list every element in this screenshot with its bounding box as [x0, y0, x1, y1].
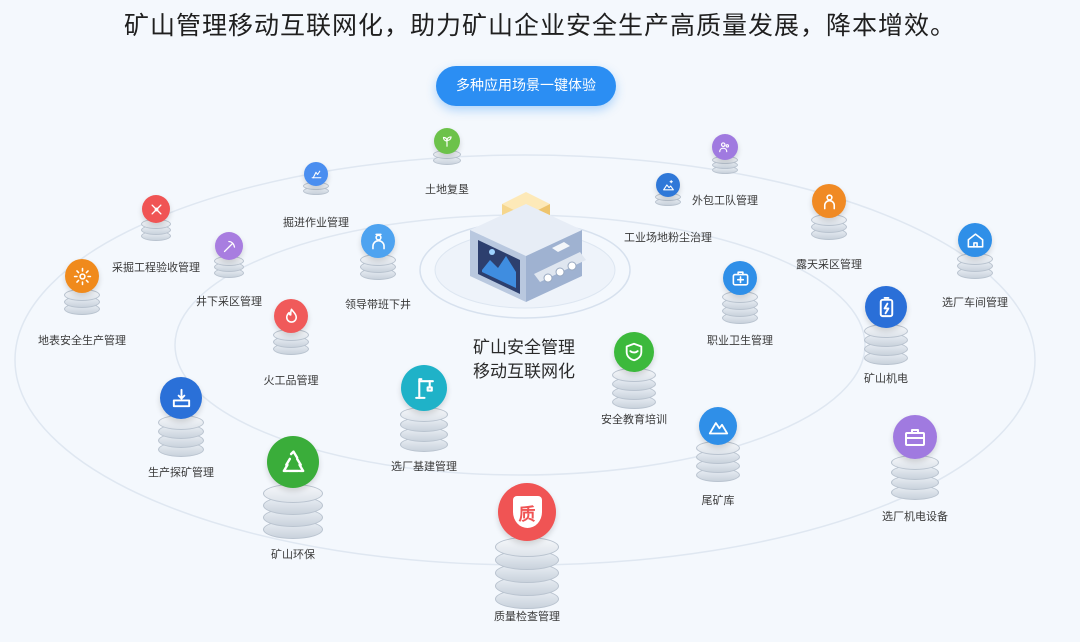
house-icon[interactable] — [958, 223, 992, 257]
mountain-icon[interactable] — [699, 407, 737, 445]
scenario-label: 露天采区管理 — [796, 258, 862, 271]
sprout-icon[interactable] — [434, 128, 460, 154]
drill-icon[interactable] — [304, 162, 328, 186]
scenario-label: 火工品管理 — [263, 374, 319, 387]
scenario-label: 矿山环保 — [271, 548, 315, 561]
scenario-label: 尾矿库 — [701, 494, 735, 507]
scenario-label: 安全教育培训 — [601, 413, 667, 426]
scenario-label: 选厂车间管理 — [942, 296, 1008, 309]
scenario-label: 选厂基建管理 — [391, 460, 457, 473]
scenario-label: 土地复垦 — [425, 183, 469, 196]
database-stack — [158, 415, 204, 457]
database-stack — [64, 289, 100, 315]
quality-glyph: 质 — [512, 496, 542, 528]
scenario-label: 工业场地粉尘治理 — [624, 231, 712, 244]
dust-icon[interactable] — [656, 173, 680, 197]
database-stack — [263, 484, 323, 539]
scenario-label: 掘进作业管理 — [283, 216, 349, 229]
database-stack — [957, 253, 993, 279]
experience-button[interactable]: 多种应用场景一键体验 — [436, 66, 616, 106]
team-icon[interactable] — [712, 134, 738, 160]
pick-icon[interactable] — [215, 232, 243, 260]
scenario-label: 选厂机电设备 — [882, 510, 948, 523]
database-stack — [495, 537, 559, 609]
database-stack — [360, 254, 396, 280]
scenario-label: 井下采区管理 — [196, 295, 262, 308]
center-title-line1: 矿山安全管理 — [473, 338, 575, 358]
scenario-label: 领导带班下井 — [345, 298, 411, 311]
scenario-label: 质量检查管理 — [494, 610, 560, 623]
scenario-label: 矿山机电 — [864, 372, 908, 385]
crane-icon[interactable] — [401, 365, 447, 411]
database-stack — [722, 291, 758, 324]
probe-icon[interactable] — [160, 377, 202, 419]
scenario-label: 生产探矿管理 — [148, 466, 214, 479]
battery-icon[interactable] — [865, 286, 907, 328]
worker-icon[interactable] — [812, 184, 846, 218]
headline: 矿山管理移动互联网化，助力矿山企业安全生产高质量发展，降本增效。 — [123, 11, 956, 40]
medkit-icon[interactable] — [723, 261, 757, 295]
database-stack — [400, 407, 448, 452]
database-stack — [811, 214, 847, 240]
tools-icon[interactable] — [142, 195, 170, 223]
database-stack — [891, 455, 939, 500]
toolbox-icon[interactable] — [893, 415, 937, 459]
shield-icon[interactable] — [614, 332, 654, 372]
fire-icon[interactable] — [274, 299, 308, 333]
scenario-label: 职业卫生管理 — [707, 334, 773, 347]
central-machine-illustration — [462, 190, 592, 314]
quality-icon[interactable]: 质 — [498, 483, 556, 541]
recycle-icon[interactable] — [267, 436, 319, 488]
gear-icon[interactable] — [65, 259, 99, 293]
database-stack — [141, 219, 171, 241]
center-title: 矿山安全管理 移动互联网化 — [464, 336, 584, 384]
database-stack — [864, 324, 908, 365]
database-stack — [696, 441, 740, 482]
database-stack — [612, 368, 656, 409]
center-title-line2: 移动互联网化 — [473, 362, 575, 382]
database-stack — [712, 156, 738, 174]
scenario-label: 采掘工程验收管理 — [112, 261, 200, 274]
scenario-label: 地表安全生产管理 — [38, 334, 126, 347]
scenario-label: 外包工队管理 — [692, 194, 758, 207]
leader-icon[interactable] — [361, 224, 395, 258]
